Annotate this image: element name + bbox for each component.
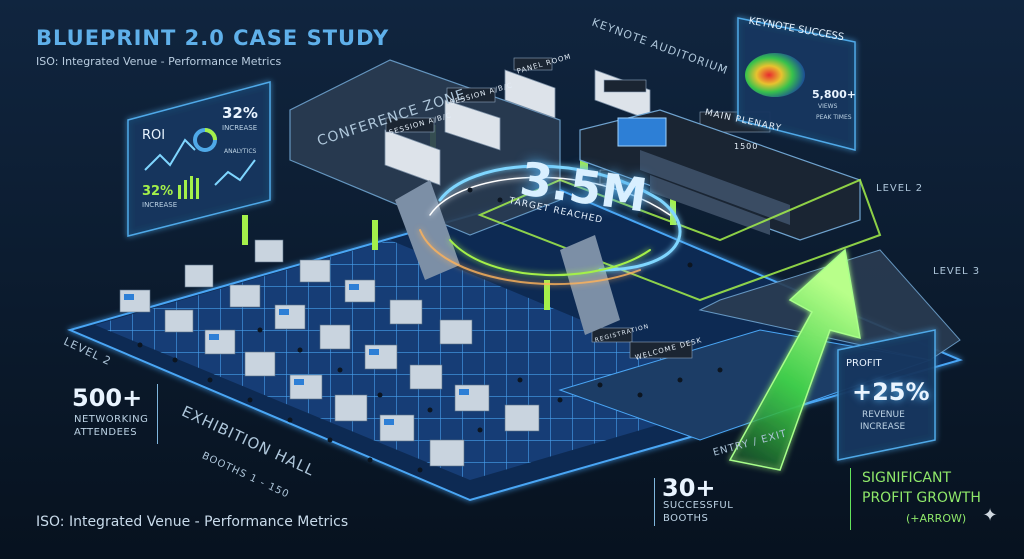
roi-bottom-pct-label: INCREASE (142, 201, 178, 209)
roi-analytics-label: ANALYTICS (224, 148, 257, 155)
roi-top-pct-label: INCREASE (222, 124, 258, 132)
roi-bottom-pct: 32% (142, 184, 174, 199)
growth-line3: (+ARROW) (906, 512, 967, 525)
roi-title: ROI (142, 128, 166, 143)
roi-top-pct: 32% (222, 104, 258, 122)
profit-value: +25% (852, 378, 930, 406)
attendee-figures (137, 187, 723, 473)
swirl-effect (419, 164, 682, 286)
level3-label: LEVEL 3 (933, 266, 981, 277)
plenary-screen (617, 117, 667, 147)
profit-line1: REVENUE (862, 410, 905, 420)
page-title: BLUEPRINT 2.0 CASE STUDY (36, 26, 390, 50)
footer-caption: ISO: Integrated Venue - Performance Metr… (36, 514, 349, 530)
booths-line2: BOOTHS (663, 513, 709, 524)
booths-bracket (654, 478, 655, 526)
growth-line2: PROFIT GROWTH (862, 490, 981, 506)
profit-title: PROFIT (846, 358, 882, 369)
keynote-views-label: VIEWS (818, 103, 838, 110)
booths-value: 30+ (662, 474, 716, 502)
networking-line1: NETWORKING (74, 414, 149, 425)
growth-bracket (850, 468, 851, 530)
networking-line2: ATTENDEES (74, 427, 138, 438)
growth-arrow (728, 248, 861, 471)
session-rooms (384, 69, 651, 186)
growth-line1: SIGNIFICANT (862, 470, 952, 486)
networking-value: 500+ (72, 384, 143, 412)
booth-screens (124, 284, 469, 425)
keynote-peak-label: PEAK TIMES (816, 114, 852, 121)
escalators (395, 180, 620, 335)
plenary-capacity-label: 1500 (734, 142, 759, 151)
exhibition-floor-grid (95, 240, 760, 480)
auditorium-seats (640, 150, 790, 235)
booths-line1: SUCCESSFUL (663, 500, 734, 511)
page-subtitle: ISO: Integrated Venue - Performance Metr… (36, 55, 282, 68)
sparkle-icon: ✦ (982, 505, 998, 526)
roi-panel-graphics (127, 81, 271, 237)
profit-panel-frame (837, 329, 936, 461)
keynote-views-value: 5,800+ (812, 88, 857, 101)
profit-line2: INCREASE (860, 422, 906, 432)
keynote-panel-graphics (737, 17, 856, 151)
level2-deck (477, 178, 882, 302)
level2-right-label: LEVEL 2 (876, 183, 924, 194)
networking-bracket (66, 384, 158, 444)
